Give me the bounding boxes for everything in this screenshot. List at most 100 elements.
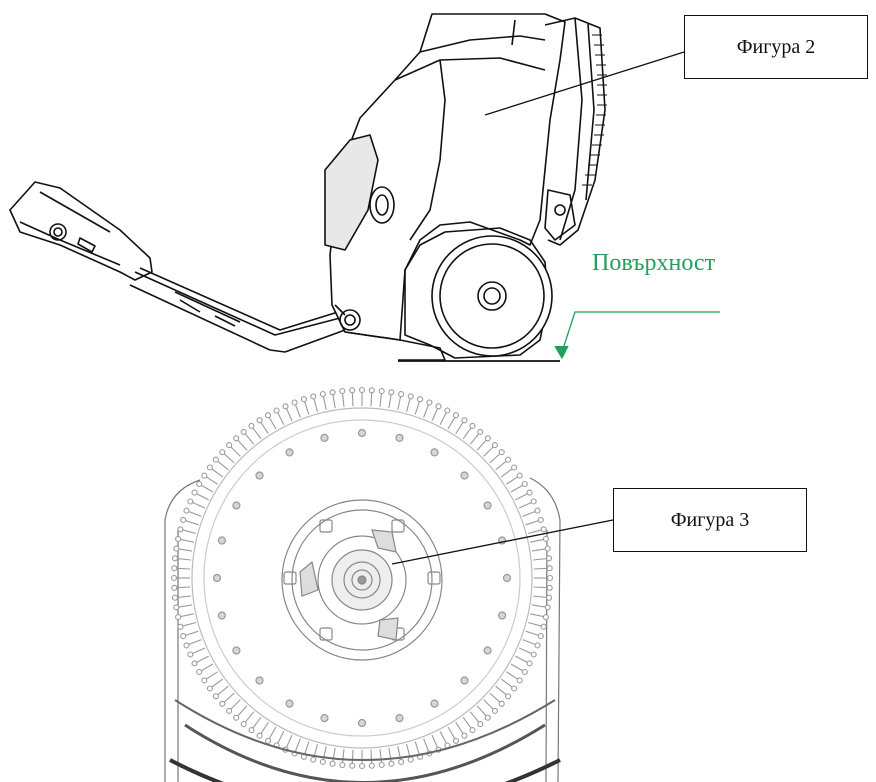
bristle-tip: [491, 707, 498, 714]
bristle-tip: [505, 456, 512, 463]
bristle-tip: [537, 516, 544, 523]
bristle-tip: [544, 545, 551, 552]
bristle-tip: [530, 651, 537, 658]
bristle-tip: [534, 642, 541, 649]
bristle-tip: [310, 393, 317, 400]
bristle-tip: [511, 464, 518, 471]
bristle-tip: [171, 555, 179, 562]
bristle-tip: [339, 387, 346, 395]
bristle-tip: [542, 535, 549, 542]
handle: [9, 181, 153, 281]
bristle-tip: [233, 714, 240, 721]
bristle-tip: [516, 677, 523, 684]
mount-hole: [320, 433, 329, 442]
bristle-tip: [282, 403, 289, 410]
bristle-tip: [240, 721, 247, 728]
mount-hole: [502, 573, 512, 583]
bristle-tip: [349, 387, 356, 394]
bristle-tip: [540, 623, 547, 630]
bristle-tip: [368, 387, 375, 394]
bristle-tip: [187, 498, 194, 505]
mount-hole: [255, 676, 264, 685]
bristle-tip: [545, 555, 553, 562]
bristle-tip: [256, 732, 263, 739]
mount-holes: [212, 428, 512, 728]
bristle-tip: [526, 660, 533, 667]
bristle-tip: [491, 442, 498, 449]
bristle-tip: [206, 685, 213, 692]
leader-figure2: [484, 51, 685, 116]
bristle-tip: [358, 386, 366, 394]
bristle-tip: [526, 489, 533, 496]
bristle-tip: [196, 668, 203, 676]
bristle-tip: [469, 727, 476, 734]
bristle-tip: [484, 714, 491, 721]
bristle-tip: [248, 727, 255, 734]
mount-hole: [285, 699, 294, 708]
rear-brush: [544, 17, 607, 246]
bristle-tip: [219, 449, 226, 456]
bristle-tip: [206, 464, 213, 471]
bristle-tip: [349, 762, 356, 769]
bristle-tip: [310, 756, 317, 763]
bristle-tip: [226, 707, 233, 714]
mount-hole: [320, 713, 329, 723]
handle-shaft: [129, 267, 346, 353]
bristle-tip: [171, 594, 179, 601]
bristle-tip: [544, 604, 551, 611]
bristle-tip: [407, 393, 414, 400]
bristle-tip: [378, 761, 385, 769]
bristle-tip: [201, 677, 208, 684]
bristle-tip: [171, 584, 178, 591]
bristle-tip: [170, 574, 178, 582]
bristle-tip: [273, 407, 280, 414]
bristle-tip: [240, 428, 247, 435]
bristle-tip: [191, 660, 198, 667]
mount-hole: [232, 646, 241, 655]
mount-hole: [217, 611, 226, 620]
bristle-tip: [291, 399, 298, 406]
wheel: [404, 227, 553, 359]
brush-bottom-view: [164, 386, 614, 782]
bristle-tip: [537, 633, 544, 640]
bristle-tip: [248, 422, 255, 429]
bristle-tip: [505, 693, 512, 700]
bristle-tip: [180, 633, 187, 640]
machine-side-view: [9, 13, 720, 362]
bristle-tip: [516, 472, 523, 479]
bristle-tip: [173, 604, 180, 611]
bristle-tip: [407, 756, 414, 763]
bristle-tip: [461, 417, 468, 424]
mount-hole: [430, 699, 439, 708]
surface-label: Повърхност: [592, 250, 716, 276]
mount-hole: [217, 536, 226, 545]
mount-hole: [255, 471, 264, 480]
bristle-tip: [534, 507, 541, 514]
bristle-tip: [530, 498, 537, 505]
bristle-tip: [542, 614, 549, 621]
figure2-label-box: Фигура 2: [684, 15, 868, 79]
mount-hole: [357, 718, 367, 728]
figure3-label-box: Фигура 3: [613, 488, 807, 552]
surface-pointer: [554, 311, 720, 359]
bristle-tip: [233, 435, 240, 442]
brush-hub: [281, 499, 443, 661]
machine-body: [324, 13, 566, 341]
bristle-tip: [183, 642, 190, 649]
bristle-tip: [183, 507, 190, 514]
mount-hole: [483, 501, 492, 510]
bristle-tip: [498, 700, 505, 707]
bristle-tip: [368, 762, 375, 769]
bristle-tip: [398, 391, 405, 398]
bristle-tip: [484, 435, 491, 442]
bristle-tip: [212, 456, 219, 463]
bristle-tip: [201, 472, 208, 479]
mount-hole: [357, 428, 367, 438]
bristle-tip: [540, 526, 547, 533]
mount-hole: [232, 501, 241, 510]
bristle-tip: [171, 565, 178, 572]
bristle-tip: [545, 594, 553, 601]
bristle-tip: [339, 761, 346, 769]
bristle-tip: [358, 762, 366, 770]
